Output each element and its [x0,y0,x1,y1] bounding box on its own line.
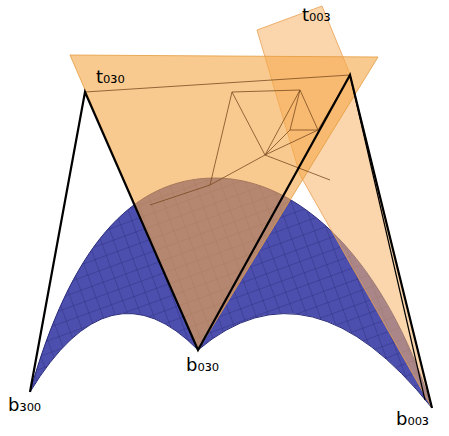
plane-mesh-lines [85,75,350,205]
point-label: t₀₀₃ [302,6,331,24]
point-label: b₀₃₀ [186,356,219,374]
point-label: b₃₀₀ [8,396,41,414]
point-label: b₀₀₃ [396,410,429,428]
tangent-plane [70,55,378,350]
point-label: t₀₃₀ [96,68,125,86]
control-net [30,75,432,408]
